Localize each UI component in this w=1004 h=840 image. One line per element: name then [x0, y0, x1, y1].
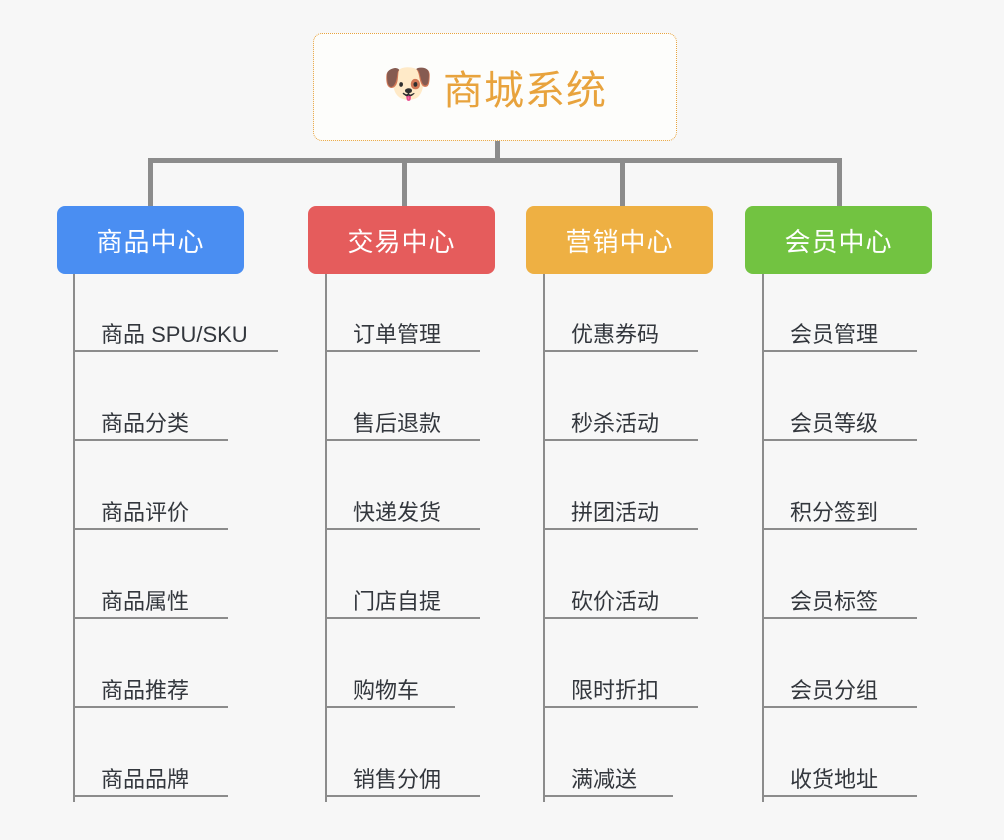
category-label-1: 商品中心 — [96, 226, 205, 257]
leaf-label: 会员标签 — [790, 588, 879, 614]
connector-drop-3 — [620, 158, 625, 206]
leaf-label: 商品推荐 — [101, 677, 190, 703]
leaf-label: 商品分类 — [101, 410, 190, 436]
leaf-item[interactable]: 门店自提 — [325, 573, 480, 619]
leaf-item[interactable]: 积分签到 — [762, 484, 917, 530]
category-box-2[interactable]: 交易中心 — [308, 206, 495, 274]
leaf-item[interactable]: 购物车 — [325, 662, 455, 708]
leaf-label: 商品评价 — [101, 499, 190, 525]
leaf-item[interactable]: 秒杀活动 — [543, 395, 698, 441]
leaf-label: 订单管理 — [353, 321, 442, 347]
category-label-2: 交易中心 — [347, 226, 456, 257]
connector-drop-1 — [148, 158, 153, 206]
leaf-item[interactable]: 商品 SPU/SKU — [73, 306, 278, 352]
leaf-item[interactable]: 会员管理 — [762, 306, 917, 352]
leaf-item[interactable]: 收货地址 — [762, 751, 917, 797]
leaf-item[interactable]: 商品推荐 — [73, 662, 228, 708]
leaf-label: 购物车 — [353, 677, 420, 703]
category-label-4: 会员中心 — [784, 226, 893, 257]
category-box-1[interactable]: 商品中心 — [57, 206, 244, 274]
leaf-label: 拼团活动 — [571, 499, 660, 525]
dog-face-icon: 🐶 — [383, 62, 433, 106]
leaf-label: 砍价活动 — [571, 588, 660, 614]
leaf-item[interactable]: 会员分组 — [762, 662, 917, 708]
leaf-item[interactable]: 销售分佣 — [325, 751, 480, 797]
leaf-label: 优惠券码 — [571, 321, 660, 347]
leaf-item[interactable]: 会员等级 — [762, 395, 917, 441]
leaf-label: 销售分佣 — [353, 766, 442, 792]
leaf-item[interactable]: 订单管理 — [325, 306, 480, 352]
leaf-item[interactable]: 商品评价 — [73, 484, 228, 530]
leaf-label: 门店自提 — [353, 588, 442, 614]
leaf-item[interactable]: 限时折扣 — [543, 662, 698, 708]
branch-trunk-4 — [762, 274, 764, 802]
leaf-item[interactable]: 砍价活动 — [543, 573, 698, 619]
category-label-3: 营销中心 — [565, 226, 674, 257]
leaf-item[interactable]: 商品分类 — [73, 395, 228, 441]
leaf-item[interactable]: 拼团活动 — [543, 484, 698, 530]
leaf-item[interactable]: 会员标签 — [762, 573, 917, 619]
connector-drop-4 — [837, 158, 842, 206]
root-title: 商城系统 — [443, 69, 607, 113]
leaf-label: 商品属性 — [101, 588, 190, 614]
leaf-item[interactable]: 满减送 — [543, 751, 673, 797]
connector-root-stem — [495, 141, 500, 162]
leaf-label: 会员管理 — [790, 321, 879, 347]
leaf-label: 商品 SPU/SKU — [101, 321, 248, 347]
branch-trunk-1 — [73, 274, 75, 802]
leaf-label: 快递发货 — [353, 499, 442, 525]
leaf-label: 限时折扣 — [571, 677, 660, 703]
connector-horizontal-bus — [148, 158, 842, 163]
category-box-3[interactable]: 营销中心 — [526, 206, 713, 274]
leaf-item[interactable]: 优惠券码 — [543, 306, 698, 352]
leaf-label: 售后退款 — [353, 410, 442, 436]
leaf-item[interactable]: 商品属性 — [73, 573, 228, 619]
leaf-label: 秒杀活动 — [571, 410, 660, 436]
leaf-item[interactable]: 商品品牌 — [73, 751, 228, 797]
leaf-label: 满减送 — [571, 766, 638, 792]
leaf-label: 收货地址 — [790, 766, 879, 792]
leaf-item[interactable]: 售后退款 — [325, 395, 480, 441]
leaf-label: 积分签到 — [790, 499, 879, 525]
leaf-label: 会员等级 — [790, 410, 879, 436]
branch-trunk-3 — [543, 274, 545, 802]
branch-trunk-2 — [325, 274, 327, 802]
category-box-4[interactable]: 会员中心 — [745, 206, 932, 274]
connector-drop-2 — [402, 158, 407, 206]
leaf-item[interactable]: 快递发货 — [325, 484, 480, 530]
root-node[interactable]: 🐶 商城系统 — [313, 33, 677, 141]
leaf-label: 会员分组 — [790, 677, 879, 703]
leaf-label: 商品品牌 — [101, 766, 190, 792]
